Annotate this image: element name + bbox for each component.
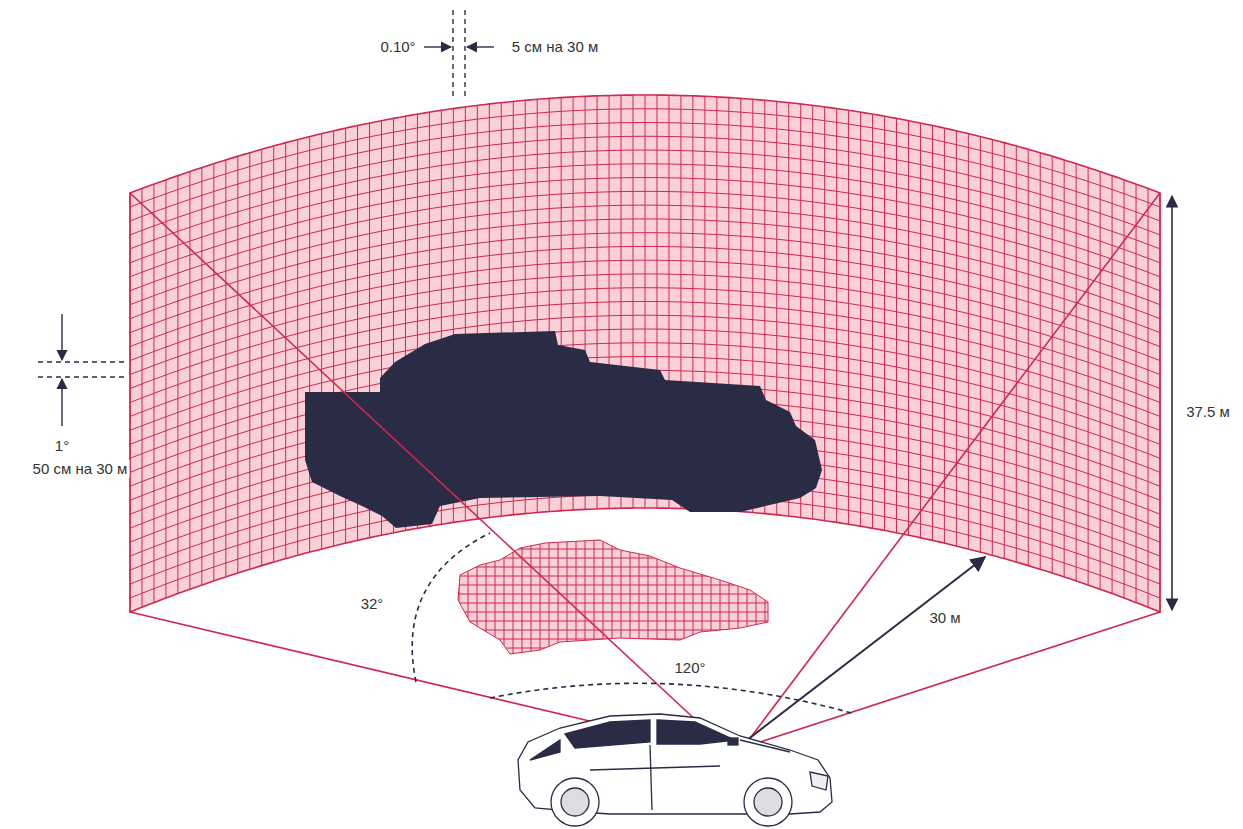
range-arrow	[742, 557, 985, 744]
horizontal-resolution-dim	[424, 10, 494, 98]
angle-label: 0.10°	[378, 38, 417, 56]
fov-lines	[130, 193, 1160, 746]
angle-label: 32°	[359, 595, 386, 613]
grid-row	[130, 109, 1160, 207]
vertical-resolution-dim	[38, 314, 126, 426]
grid-row	[130, 260, 1160, 360]
lidar-car	[518, 714, 832, 826]
angle-arcs	[412, 533, 855, 714]
height-dim-arrow	[1171, 196, 1173, 610]
detected-car-silhouette	[305, 331, 822, 528]
dimension-label: 5 см на 30 м	[510, 38, 600, 56]
grid-row	[130, 205, 1160, 305]
grid-row	[130, 233, 1160, 333]
dimension-label: 50 см на 30 м	[31, 460, 130, 478]
grid-row	[130, 219, 1160, 319]
scan-grid-wall	[130, 95, 1160, 612]
point-cloud-car	[458, 540, 768, 654]
angle-label: 1°	[53, 437, 71, 455]
grid-row	[130, 191, 1160, 290]
grid-row	[130, 274, 1160, 375]
grid-row	[130, 123, 1160, 221]
grid-wall-outline	[130, 95, 1160, 612]
grid-row	[130, 164, 1160, 263]
grid-row	[130, 178, 1160, 277]
grid-row	[130, 246, 1160, 346]
grid-row	[130, 136, 1160, 235]
dimension-label: 37.5 м	[1184, 403, 1232, 421]
dimension-label: 30 м	[927, 609, 962, 627]
grid-row	[130, 150, 1160, 249]
angle-label: 120°	[672, 659, 707, 677]
